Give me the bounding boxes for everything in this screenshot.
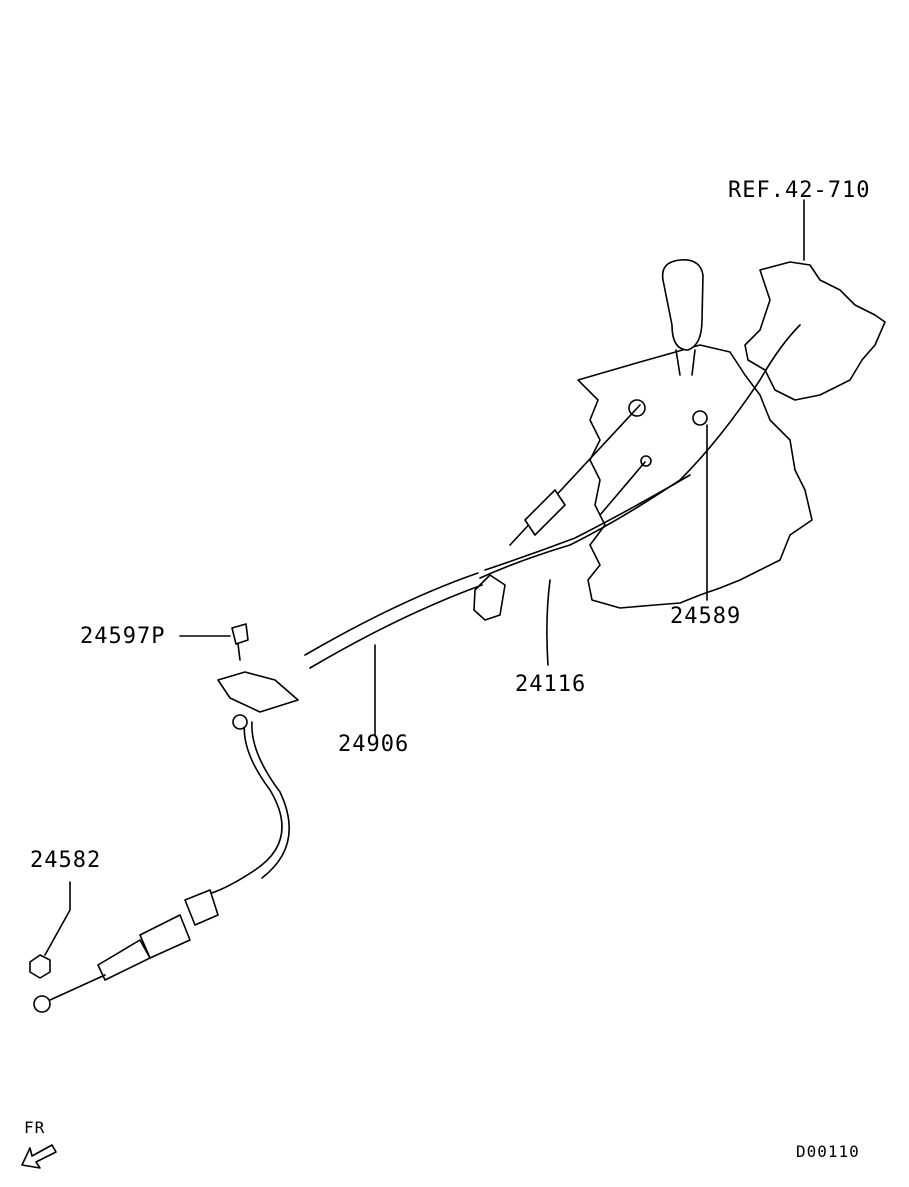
- shift-knob: [661, 258, 704, 351]
- part-label-24597p[interactable]: 24597P: [80, 624, 166, 649]
- lower-cable: [204, 719, 290, 896]
- bolt-24597p: [231, 623, 249, 661]
- fr-arrow-icon: [21, 1144, 57, 1169]
- cable-24906: [304, 572, 483, 669]
- boot: [97, 939, 151, 981]
- part-label-24582[interactable]: 24582: [30, 848, 102, 873]
- direction-label: FR: [24, 1118, 46, 1137]
- clip-24589: [692, 410, 708, 426]
- ref-label: REF.42-710: [728, 178, 871, 203]
- part-label-24116[interactable]: 24116: [515, 672, 587, 697]
- nut-24582: [29, 954, 51, 979]
- shifter-housing: [577, 344, 813, 609]
- diagram-code: D00110: [796, 1142, 860, 1161]
- mount-bracket: [217, 671, 299, 713]
- part-label-24589[interactable]: 24589: [670, 604, 742, 629]
- part-label-24906[interactable]: 24906: [338, 732, 410, 757]
- ref-assembly: [744, 261, 886, 401]
